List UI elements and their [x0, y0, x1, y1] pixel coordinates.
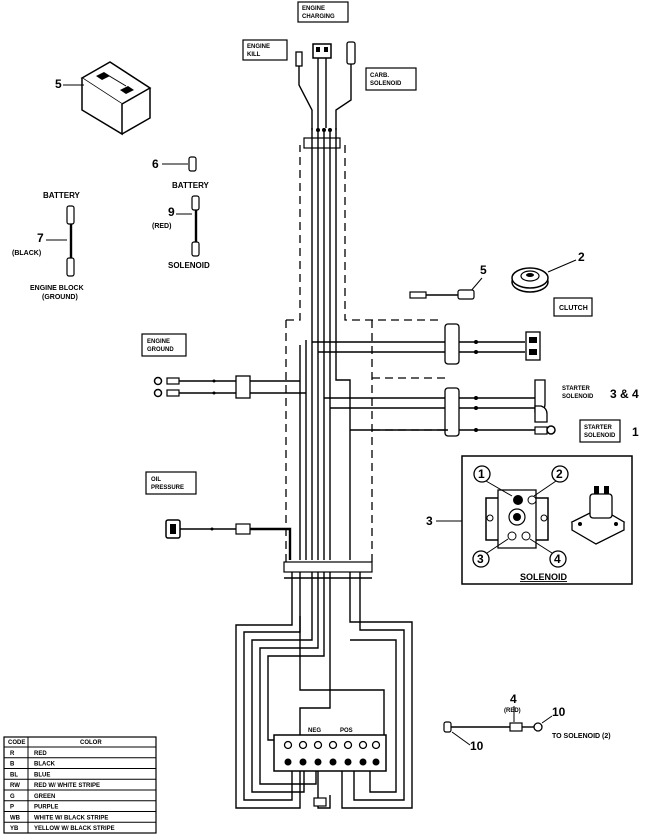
lower-loop-wiring: [235, 600, 413, 809]
table-cell-code: YB: [10, 826, 19, 832]
label-engine-block-1: ENGINE BLOCK: [30, 285, 84, 292]
label-clutch: CLUTCH: [559, 305, 588, 312]
inset-callout-2: 2: [556, 467, 563, 481]
main-harness-trunk: [299, 128, 351, 560]
table-cell-code: B: [10, 762, 15, 768]
connector-label-neg: NEG: [308, 728, 321, 734]
part-6-battery-terminal: 6 BATTERY: [152, 156, 210, 190]
solenoid-inset: 3 1 2 3 4 SOLENOID: [426, 455, 633, 585]
table-cell-color: RED W/ WHITE STRIPE: [34, 783, 100, 789]
engine-kill-line2: KILL: [247, 52, 261, 58]
color-code-table: CODE COLOR R RED B BLACK BL BLUE RW RED W/ WHIT…: [3, 736, 157, 834]
table-cell-color: YELLOW W/ BLACK STRIPE: [34, 826, 115, 832]
table-cell-code: BL: [10, 772, 18, 778]
callout-1: 1: [632, 425, 639, 439]
inset-callout-3: 3: [477, 552, 484, 566]
callout-2: 2: [578, 250, 585, 264]
engine-ground-line2: GROUND: [147, 347, 174, 353]
starter-solenoid-34-line2: SOLENOID: [562, 394, 594, 400]
starter-solenoid-1-label-box: STARTER SOLENOID 1: [579, 419, 639, 443]
table-cell-color: GREEN: [34, 794, 55, 800]
callout-6: 6: [152, 157, 159, 171]
carb-solenoid-line1: CARB.: [370, 73, 389, 79]
starter-solenoid-1-line1: STARTER: [584, 425, 613, 431]
lower-harness-clamp: [283, 561, 373, 600]
label-black-7: (BLACK): [12, 250, 41, 257]
label-battery-6: BATTERY: [172, 181, 210, 190]
table-cell-color: BLACK: [34, 762, 56, 768]
engine-kill-label-box: ENGINE KILL: [242, 39, 288, 61]
table-cell-code: P: [10, 805, 14, 811]
engine-charging-line2: CHARGING: [302, 14, 335, 20]
table-header-code: CODE: [8, 740, 25, 746]
table-cell-code: R: [10, 751, 15, 757]
clutch-connector-branch: [312, 323, 541, 365]
starter-solenoid-34-line1: STARTER: [562, 386, 591, 392]
engine-charging-line1: ENGINE: [302, 6, 325, 12]
table-cell-code: G: [10, 794, 15, 800]
part-7-ground-wire: BATTERY 7 (BLACK) ENGINE BLOCK (GROUND): [12, 191, 84, 301]
label-engine-block-2: (GROUND): [42, 294, 78, 301]
table-cell-color: PURPLE: [34, 805, 58, 811]
oil-pressure-sensor: [165, 519, 292, 560]
callout-7: 7: [37, 231, 44, 245]
part-4-wire: 4 (RED) 10 10 TO SOLENOID (2): [443, 692, 611, 753]
inset-callout-4: 4: [554, 552, 561, 566]
callout-5-battery: 5: [55, 77, 62, 91]
oil-pressure-line1: OIL: [151, 477, 161, 483]
carb-solenoid-label-box: CARB. SOLENOID: [365, 67, 417, 91]
starter-solenoid-34-label: STARTER SOLENOID 3 & 4: [562, 386, 639, 401]
part-5-wire: 5: [409, 263, 487, 300]
connector-label-pos: POS: [340, 728, 353, 734]
connector-block: NEG POS: [273, 728, 387, 772]
starter-solenoid-branch: [324, 379, 556, 437]
inset-callout-1: 1: [478, 467, 485, 481]
callout-4: 4: [510, 692, 517, 706]
callout-3: 3: [426, 514, 433, 528]
engine-charging-label-box: ENGINE CHARGING: [297, 1, 349, 23]
table-cell-color: WHITE W/ BLACK STRIPE: [34, 815, 108, 821]
callout-5-wire: 5: [480, 263, 487, 277]
label-battery-7: BATTERY: [43, 191, 81, 200]
table-cell-color: RED: [34, 751, 47, 757]
part-9-solenoid-wire: 9 (RED) SOLENOID: [152, 195, 210, 270]
battery: 5: [55, 61, 152, 136]
oil-pressure-label-box: OIL PRESSURE: [145, 471, 197, 495]
label-to-solenoid: TO SOLENOID (2): [552, 733, 611, 740]
callout-3-4: 3 & 4: [610, 387, 639, 401]
engine-ground-line1: ENGINE: [147, 339, 170, 345]
harness-dashed-sheath: [285, 145, 445, 565]
table-rows: R RED B BLACK BL BLUE RW RED W/ WHITE STRIPE G GR…: [4, 751, 156, 834]
table-cell-color: BLUE: [34, 772, 50, 778]
starter-solenoid-1-line2: SOLENOID: [584, 433, 616, 439]
callout-10-right: 10: [552, 705, 566, 719]
table-cell-code: WB: [10, 815, 21, 821]
carb-solenoid-line2: SOLENOID: [370, 81, 402, 87]
label-solenoid-9: SOLENOID: [168, 261, 210, 270]
engine-kill-line1: ENGINE: [247, 44, 270, 50]
table-header-color: COLOR: [80, 740, 102, 746]
callout-9: 9: [168, 205, 175, 219]
top-connectors: [295, 41, 356, 130]
solenoid-inset-title: SOLENOID: [520, 572, 568, 582]
callout-10-left: 10: [470, 739, 484, 753]
engine-ground-label-box: ENGINE GROUND: [141, 333, 187, 357]
label-red-9: (RED): [152, 223, 171, 230]
table-cell-code: RW: [10, 783, 20, 789]
label-red-4: (RED): [504, 708, 521, 714]
engine-ground-connectors: [153, 375, 306, 399]
clutch: 2 CLUTCH: [511, 250, 593, 317]
oil-pressure-line2: PRESSURE: [151, 485, 184, 491]
